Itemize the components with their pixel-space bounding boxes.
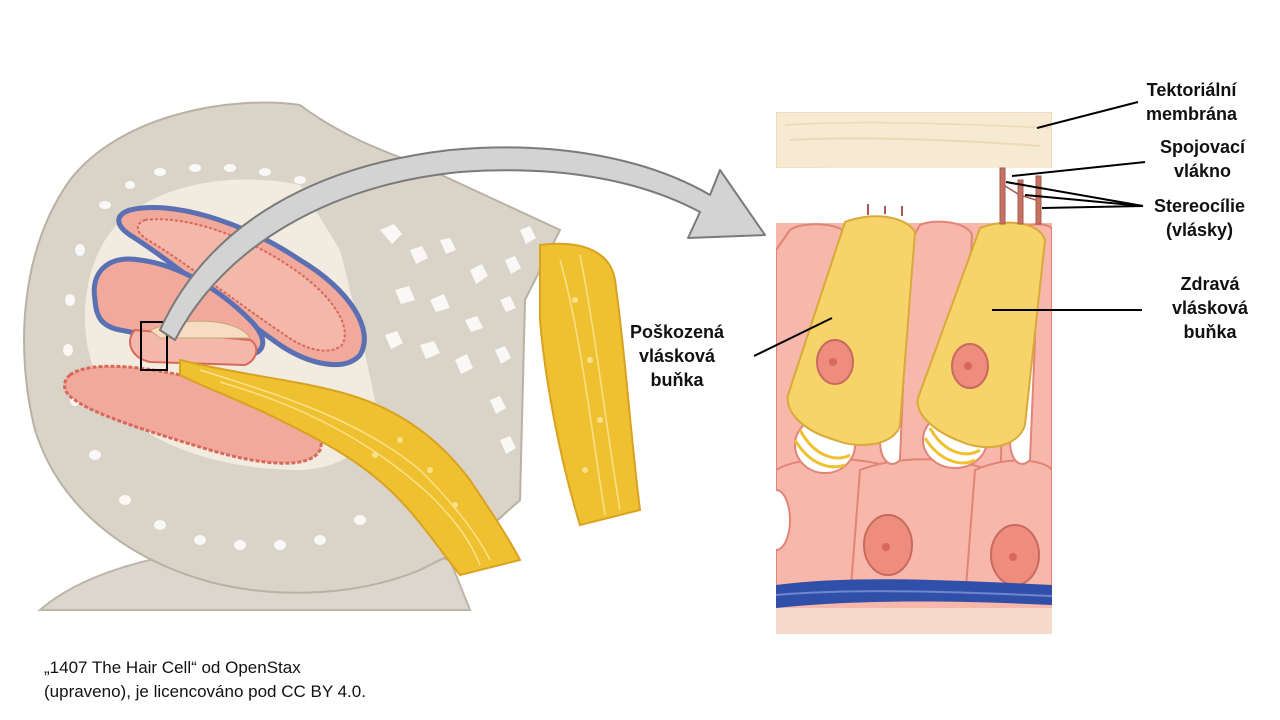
lower-coil — [63, 364, 323, 465]
label-tip-link: Spojovací vlákno — [1160, 137, 1246, 181]
hair-cell-nerve-endings — [793, 427, 981, 469]
leader-tip-link — [1011, 161, 1146, 177]
vestibular-nerve — [539, 242, 642, 527]
label-tectorial-membrane: Tektoriální membrána — [1146, 80, 1238, 124]
label-stereocilia: Stereocílie (vlásky) — [1154, 196, 1246, 240]
organ-of-corti-mini — [129, 328, 258, 367]
leader-tectorial — [1036, 101, 1139, 129]
nerve-fiber-strands — [199, 254, 621, 566]
healthy-hair-cell — [916, 221, 1047, 449]
leader-stereocilia-3 — [1041, 205, 1144, 209]
bone-porous-texture — [63, 164, 536, 550]
zoom-arrow — [159, 146, 766, 341]
tip-link-fiber — [1004, 185, 1037, 201]
nerve-dots — [372, 297, 603, 508]
cochlear-nerve — [179, 358, 522, 577]
label-healthy-hair-cell: Zdravá vlásková buňka — [1172, 274, 1249, 342]
cochlea-section — [23, 101, 642, 611]
damaged-stereocilia — [867, 204, 903, 216]
leader-lines — [753, 101, 1146, 357]
leader-stereocilia-2 — [1024, 194, 1144, 207]
upper-coil-canal — [136, 218, 346, 352]
damaged-hair-cell — [786, 215, 917, 446]
leader-damaged — [753, 317, 833, 357]
leader-stereocilia-1 — [1005, 181, 1144, 207]
image-credit: „1407 The Hair Cell“ od OpenStax (uprave… — [44, 658, 366, 701]
basilar-membrane — [776, 579, 1052, 608]
zoom-box — [140, 321, 168, 371]
healthy-stereocilia — [999, 167, 1042, 225]
hair-cell-panel — [776, 112, 1052, 634]
label-damaged-hair-cell: Poškozená vlásková buňka — [630, 322, 725, 390]
